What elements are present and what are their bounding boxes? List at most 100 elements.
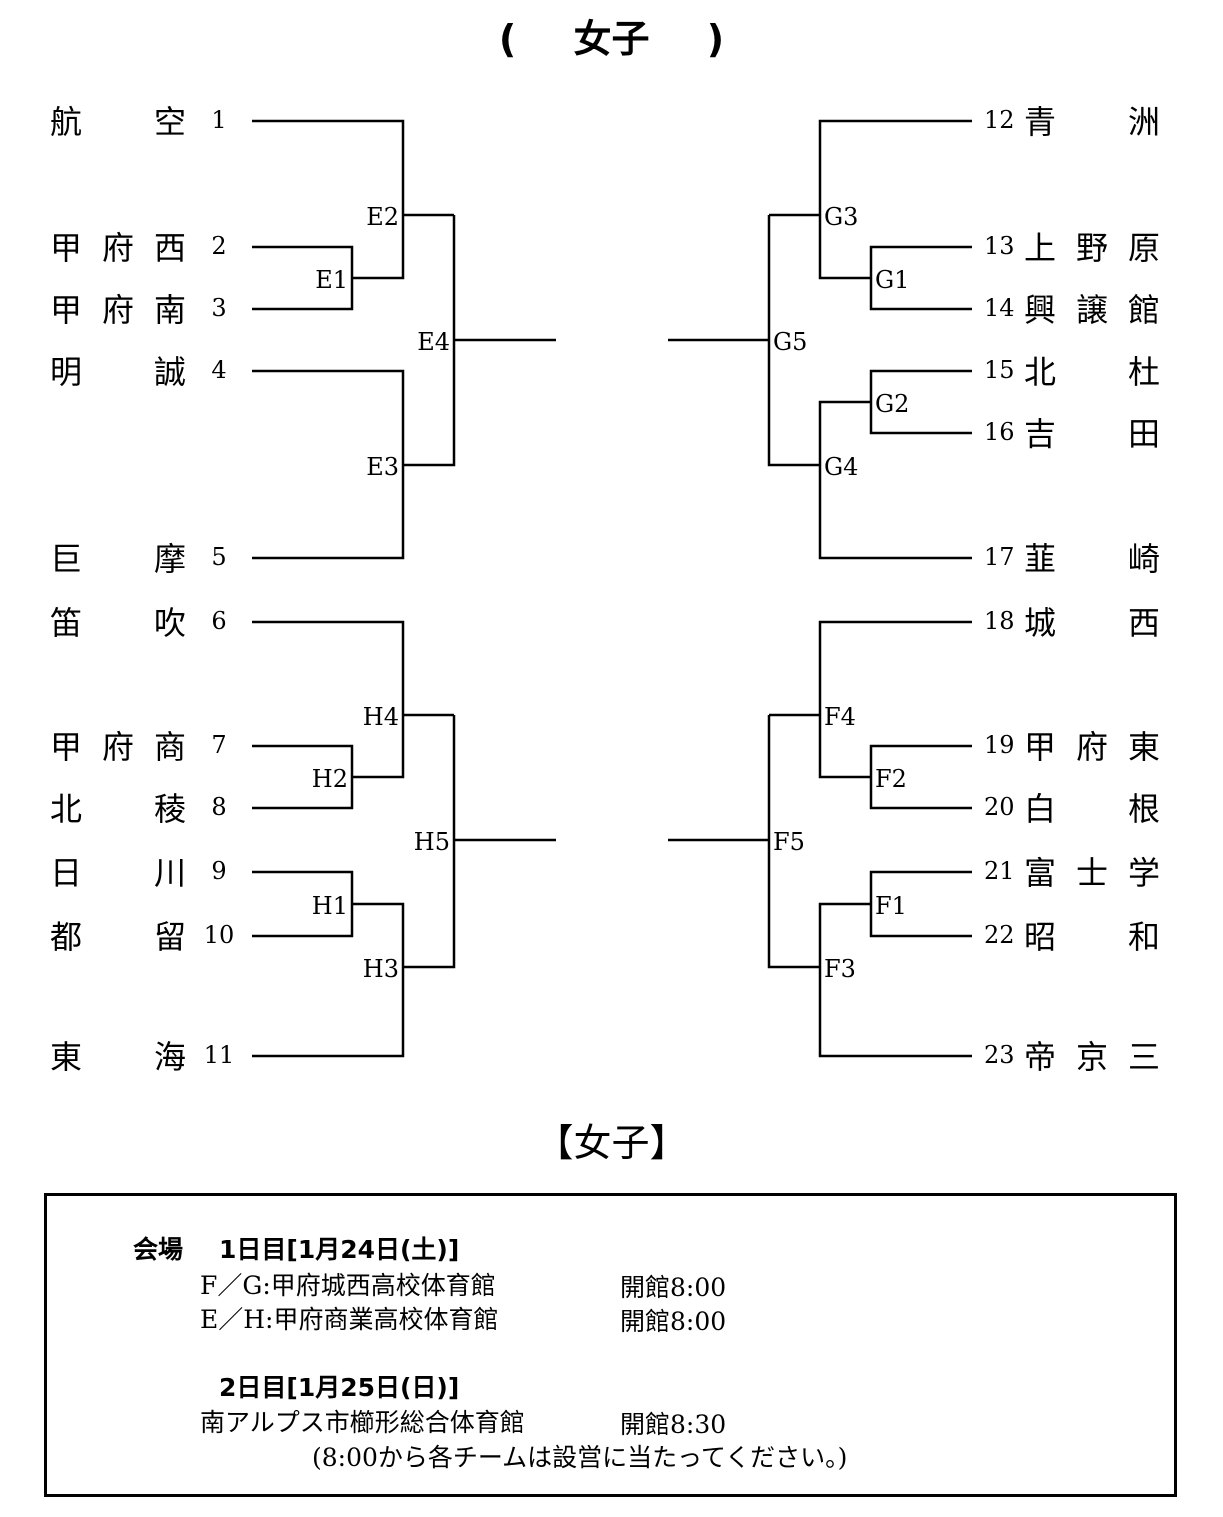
team-name: 東海 bbox=[50, 1038, 186, 1076]
team-name: 甲府商 bbox=[50, 728, 186, 766]
day2-heading: 2日目[1月25日(日)] bbox=[219, 1373, 460, 1402]
team-name: 日川 bbox=[50, 854, 186, 892]
match-label-g3: G3 bbox=[824, 203, 858, 231]
team-row: 北稜 8 bbox=[50, 787, 236, 828]
line-g1 bbox=[869, 245, 972, 311]
team-seed: 8 bbox=[211, 793, 227, 821]
team-name: 興譲館 bbox=[1024, 291, 1160, 329]
team-name: 青洲 bbox=[1024, 103, 1160, 141]
line-f3 bbox=[818, 902, 972, 1058]
match-label-g2: G2 bbox=[875, 390, 909, 418]
team-name: 白根 bbox=[1024, 790, 1160, 828]
match-label-h4: H4 bbox=[363, 703, 399, 731]
section-subtitle: 【女子】 bbox=[535, 1121, 688, 1165]
team-seed: 7 bbox=[211, 731, 227, 759]
team-seed: 9 bbox=[211, 857, 227, 885]
team-name: 富士学 bbox=[1024, 854, 1160, 892]
venue-label: 会場 bbox=[133, 1235, 184, 1264]
team-name: 甲府南 bbox=[50, 291, 186, 329]
match-label-h2: H2 bbox=[312, 765, 348, 793]
team-name: 都留 bbox=[50, 918, 186, 956]
team-name: 北稜 bbox=[50, 790, 186, 828]
match-label-e1: E1 bbox=[315, 266, 348, 294]
team-row: 12 青洲 bbox=[984, 100, 1160, 141]
team-seed: 20 bbox=[984, 793, 1015, 821]
team-seed: 14 bbox=[984, 294, 1015, 322]
match-label-g5: G5 bbox=[773, 328, 807, 356]
title-paren-open: ( bbox=[498, 17, 517, 61]
day1-venue-eh: E／H:甲府商業高校体育館 bbox=[200, 1305, 499, 1334]
match-label-g4: G4 bbox=[824, 453, 858, 481]
team-row: 日川 9 bbox=[50, 851, 236, 892]
team-seed: 12 bbox=[984, 106, 1015, 134]
title-text: 女子 bbox=[573, 17, 650, 61]
line-f5 bbox=[767, 715, 820, 969]
team-seed: 22 bbox=[984, 921, 1015, 949]
team-seed: 23 bbox=[984, 1041, 1015, 1069]
team-row: 明誠 4 bbox=[50, 350, 236, 391]
line-e1 bbox=[252, 245, 354, 311]
line-h3 bbox=[252, 902, 405, 1058]
venue-info-box: 会場 1日目[1月24日(土)] F／G:甲府城西高校体育館 開館8:00 E／… bbox=[44, 1193, 1177, 1497]
match-label-f1: F1 bbox=[875, 892, 907, 920]
team-seed: 11 bbox=[203, 1041, 235, 1069]
team-seed: 21 bbox=[984, 857, 1015, 885]
team-name: 航空 bbox=[50, 103, 186, 141]
match-label-e4: E4 bbox=[417, 328, 450, 356]
team-row: 都留 10 bbox=[50, 915, 236, 956]
team-seed: 2 bbox=[211, 232, 227, 260]
team-name: 昭和 bbox=[1024, 918, 1160, 956]
team-seed: 5 bbox=[211, 543, 227, 571]
tournament-bracket: E1 E2 E3 E4 H1 H2 H3 H4 H5 G1 G2 G3 G4 G… bbox=[252, 119, 972, 1058]
day1-venue-fg-open: 開館8:00 bbox=[620, 1273, 727, 1302]
team-seed: 19 bbox=[984, 731, 1015, 759]
match-label-h1: H1 bbox=[312, 892, 348, 920]
team-seed: 4 bbox=[211, 356, 227, 384]
day1-venue-eh-open: 開館8:00 bbox=[620, 1307, 727, 1336]
match-label-f4: F4 bbox=[824, 703, 856, 731]
line-g4 bbox=[818, 400, 972, 560]
line-h5 bbox=[403, 715, 456, 969]
match-label-g1: G1 bbox=[875, 266, 909, 294]
team-seed: 10 bbox=[203, 921, 235, 949]
team-seed: 3 bbox=[211, 294, 227, 322]
team-row: 東海 11 bbox=[50, 1035, 236, 1076]
team-row: 甲府商 7 bbox=[50, 725, 236, 766]
team-row: 23 帝京三 bbox=[984, 1035, 1160, 1076]
team-name: 北杜 bbox=[1024, 353, 1160, 391]
team-seed: 15 bbox=[984, 356, 1015, 384]
team-name: 明誠 bbox=[50, 353, 186, 391]
day2-venue-open: 開館8:30 bbox=[620, 1410, 727, 1439]
line-g3-top bbox=[818, 119, 972, 280]
team-name: 帝京三 bbox=[1024, 1038, 1160, 1076]
setup-note: (8:00から各チームは設営に当たってください。) bbox=[312, 1443, 848, 1472]
match-label-h5: H5 bbox=[414, 828, 450, 856]
team-name: 吉田 bbox=[1024, 415, 1160, 453]
team-row: 甲府西 2 bbox=[50, 226, 236, 267]
line-h4-top bbox=[252, 620, 405, 779]
team-row: 14 興譲館 bbox=[984, 288, 1160, 329]
line-f2 bbox=[869, 744, 972, 810]
team-name: 韮崎 bbox=[1024, 540, 1160, 578]
line-f4-top bbox=[818, 620, 972, 779]
team-row: 17 韮崎 bbox=[984, 537, 1160, 578]
match-label-e2: E2 bbox=[366, 203, 399, 231]
team-name: 城西 bbox=[1024, 604, 1160, 642]
team-name: 甲府西 bbox=[50, 229, 186, 267]
day2-venue: 南アルプス市櫛形総合体育館 bbox=[200, 1408, 525, 1437]
match-label-f5: F5 bbox=[773, 828, 805, 856]
match-label-f2: F2 bbox=[875, 765, 907, 793]
team-seed: 17 bbox=[984, 543, 1015, 571]
day1-venue-fg: F／G:甲府城西高校体育館 bbox=[200, 1271, 496, 1300]
team-row: 22 昭和 bbox=[984, 915, 1160, 956]
team-seed: 6 bbox=[211, 607, 227, 635]
day1-heading: 1日目[1月24日(土)] bbox=[219, 1235, 460, 1264]
line-h2 bbox=[252, 744, 354, 810]
